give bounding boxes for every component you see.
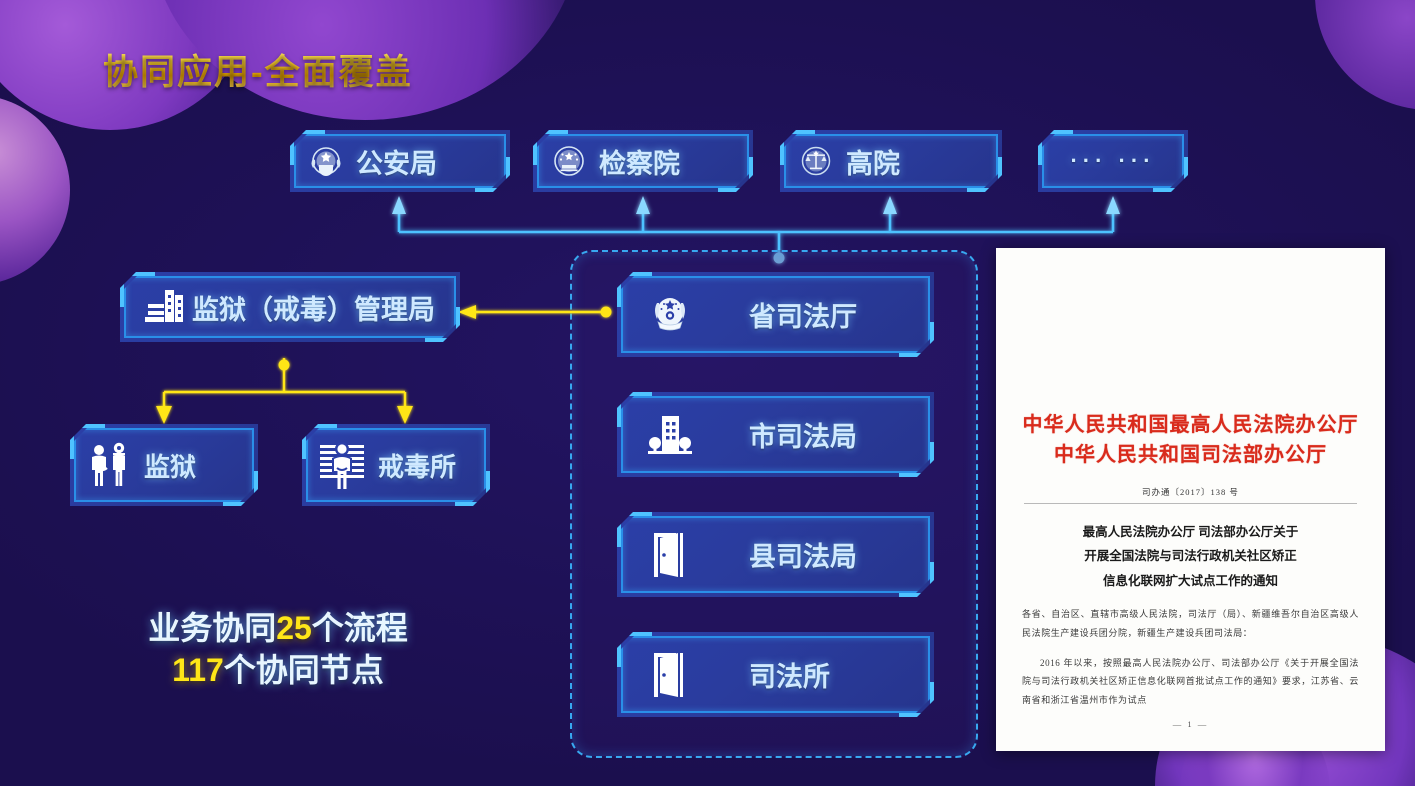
- doc-title-line3: 信息化联网扩大试点工作的通知: [1102, 573, 1278, 588]
- org-box-label: 高院: [846, 148, 900, 179]
- stats-line-2: 117个协同节点: [128, 649, 428, 691]
- org-box-prison[interactable]: 监狱: [70, 424, 258, 506]
- decorative-blob-top-right: [1315, 0, 1415, 110]
- org-box-provincial-justice-dept[interactable]: 省司法厅: [617, 272, 934, 357]
- rehab-person-icon: [316, 439, 368, 491]
- stats-line-1: 业务协同25个流程: [128, 607, 428, 649]
- doc-paragraph-2: 2016 年以来，按照最高人民法院办公厅、司法部办公厅《关于开展全国法院与司法行…: [1022, 658, 1359, 705]
- org-box-justice-office[interactable]: 司法所: [617, 632, 934, 717]
- doc-red-header-line2: 中华人民共和国司法部办公厅: [1054, 444, 1327, 466]
- justice-emblem-icon: [639, 291, 701, 339]
- org-box-rehab-center[interactable]: 戒毒所: [302, 424, 490, 506]
- prisoner-guard-icon: [86, 440, 134, 490]
- stats-node-count: 117: [172, 652, 224, 689]
- official-document-image: 中华人民共和国最高人民法院办公厅 中华人民共和国司法部办公厅 司办通〔2017〕…: [996, 248, 1385, 751]
- org-box-label: 市司法局: [749, 422, 857, 452]
- court-scales-emblem-icon: [796, 141, 836, 181]
- stats-line2-suffix: 个协同节点: [223, 652, 384, 689]
- doc-divider-rule: [1024, 503, 1357, 504]
- stats-block: 业务协同25个流程 117个协同节点: [128, 607, 428, 691]
- stats-process-count: 25: [276, 610, 312, 646]
- doc-red-header-line1: 中华人民共和国最高人民法院办公厅: [1022, 414, 1359, 436]
- org-box-label: 省司法厅: [749, 302, 857, 332]
- org-box-prison-rehab-bureau[interactable]: 监狱（戒毒）管理局: [120, 272, 460, 342]
- page-title: 协同应用-全面覆盖: [103, 44, 413, 95]
- doc-title-line1: 最高人民法院办公厅 司法部办公厅关于: [1082, 525, 1299, 539]
- open-door-icon: [639, 650, 701, 700]
- doc-number: 司办通〔2017〕138 号: [1142, 487, 1239, 497]
- org-box-more[interactable]: ··· ···: [1038, 130, 1188, 192]
- police-emblem-icon: [306, 141, 346, 181]
- doc-paragraph-1: 各省、自治区、直辖市高级人民法院，司法厅（局）、新疆维吾尔自治区高级人民法院生产…: [1022, 609, 1359, 638]
- decorative-blob-left: [0, 95, 70, 285]
- org-box-label: 县司法局: [749, 542, 857, 572]
- procuratorate-emblem-icon: [549, 141, 589, 181]
- office-building-icon: [142, 286, 188, 328]
- org-box-county-justice-bureau[interactable]: 县司法局: [617, 512, 934, 597]
- doc-title-line2: 开展全国法院与司法行政机关社区矫正: [1084, 549, 1297, 564]
- org-box-label: 公安局: [356, 148, 437, 179]
- open-door-icon: [639, 530, 701, 580]
- stats-line1-suffix: 个流程: [311, 610, 408, 646]
- org-box-city-justice-bureau[interactable]: 市司法局: [617, 392, 934, 477]
- org-box-label: 司法所: [749, 662, 830, 692]
- city-building-icon: [639, 411, 701, 459]
- doc-page-number: — 1 —: [1172, 719, 1209, 730]
- org-box-label: 监狱: [144, 451, 197, 482]
- org-box-label: 监狱（戒毒）管理局: [192, 294, 435, 325]
- stats-line1-prefix: 业务协同: [148, 610, 277, 646]
- org-box-label: 检察院: [599, 148, 680, 179]
- org-box-label: 戒毒所: [378, 451, 457, 482]
- ellipsis-icon: ··· ···: [1070, 148, 1156, 173]
- org-box-public-security[interactable]: 公安局: [290, 130, 510, 192]
- org-box-high-court[interactable]: 高院: [780, 130, 1002, 192]
- org-box-procuratorate[interactable]: 检察院: [533, 130, 753, 192]
